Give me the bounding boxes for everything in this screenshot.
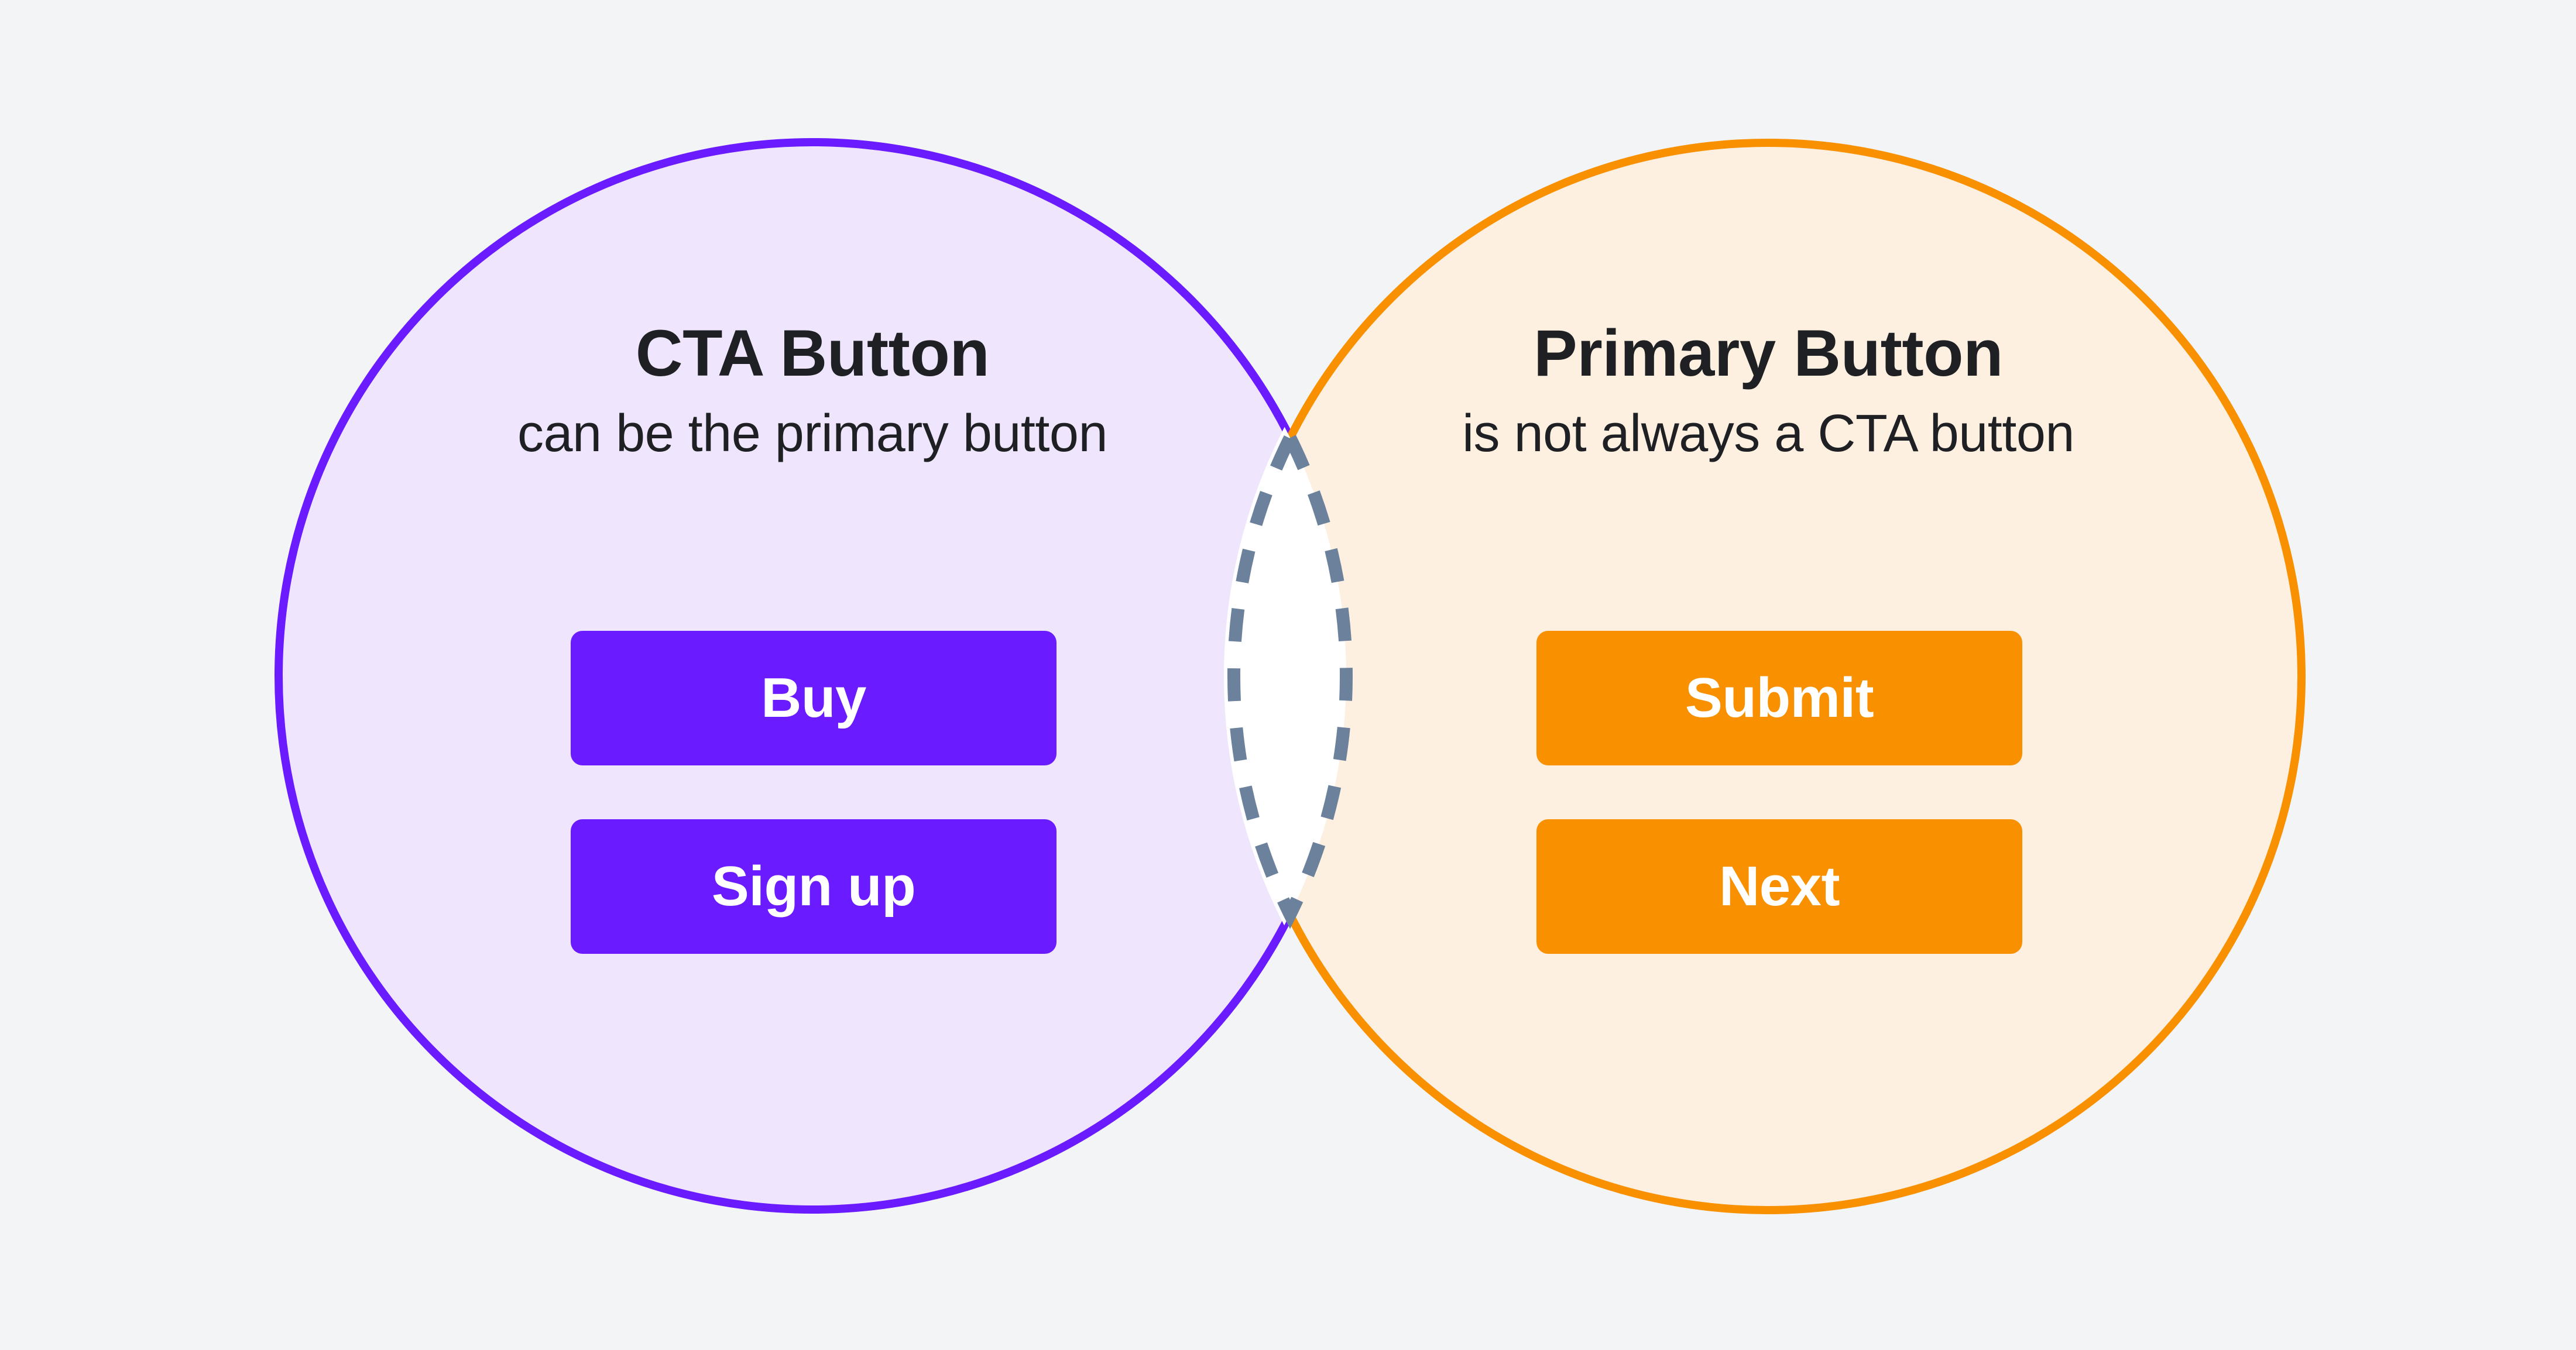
cta-button-stack: Buy Sign up [571,631,1057,954]
sign-up-button[interactable]: Sign up [571,819,1057,954]
next-button[interactable]: Next [1536,819,2022,954]
buy-button[interactable]: Buy [571,631,1057,765]
submit-button[interactable]: Submit [1536,631,2022,765]
primary-button-stack: Submit Next [1536,631,2022,954]
intersection-lens-outline [1227,423,1353,929]
